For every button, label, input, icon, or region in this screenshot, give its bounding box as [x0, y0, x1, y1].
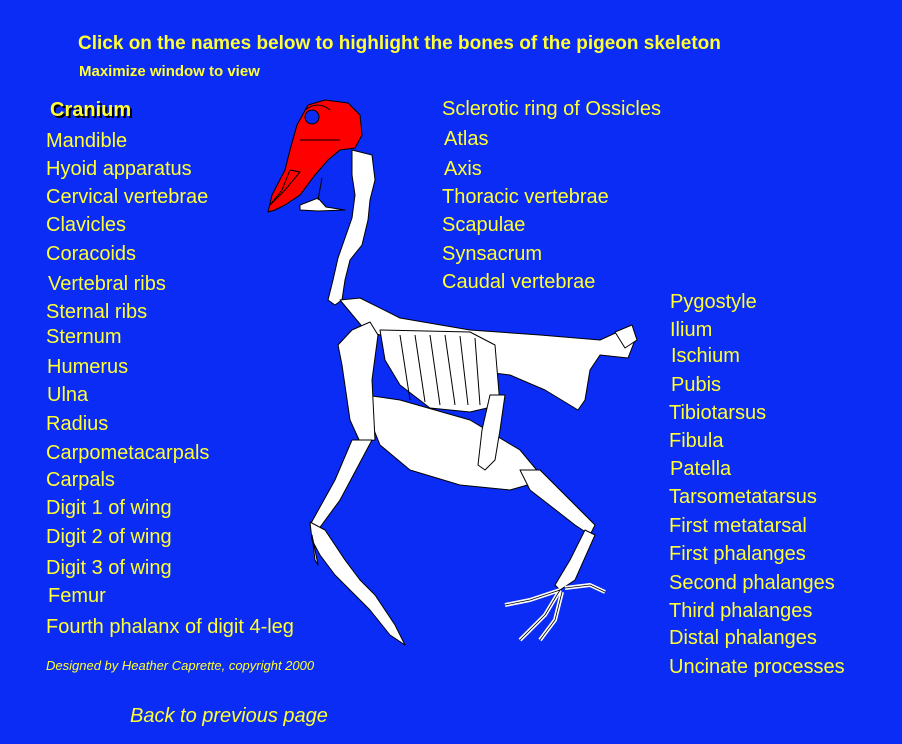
femur: [477, 394, 506, 471]
bone-link-second-phalanges[interactable]: Second phalanges: [669, 572, 835, 594]
ulna-radius: [309, 439, 373, 531]
tibiotarsus: [519, 469, 596, 536]
bone-link-third-phalanges[interactable]: Third phalanges: [669, 600, 813, 622]
bone-link-sternal-ribs[interactable]: Sternal ribs: [46, 301, 148, 323]
bone-link-digit-3-of-wing[interactable]: Digit 3 of wing: [46, 557, 172, 579]
bone-link-coracoids[interactable]: Coracoids: [46, 243, 137, 265]
pygostyle: [614, 324, 638, 349]
bone-link-radius[interactable]: Radius: [46, 413, 109, 435]
bone-link-scapulae[interactable]: Scapulae: [442, 214, 526, 236]
bone-link-thoracic-vertebrae[interactable]: Thoracic vertebrae: [442, 186, 609, 208]
bone-link-first-phalanges[interactable]: First phalanges: [669, 543, 806, 565]
bone-link-caudal-vertebrae[interactable]: Caudal vertebrae: [442, 271, 596, 293]
bone-link-clavicles[interactable]: Clavicles: [46, 214, 127, 236]
bone-link-ulna[interactable]: Ulna: [47, 384, 89, 406]
bone-link-femur[interactable]: Femur: [48, 585, 106, 607]
bone-link-tarsometatarsus[interactable]: Tarsometatarsus: [669, 486, 817, 508]
bone-link-cranium[interactable]: Cranium: [50, 99, 132, 121]
back-to-previous-page-link[interactable]: Back to previous page: [130, 705, 328, 727]
bone-link-uncinate-processes[interactable]: Uncinate processes: [669, 656, 845, 678]
rib-cage: [379, 329, 501, 413]
pigeon-skeleton-illustration: [267, 99, 638, 646]
bone-link-ischium[interactable]: Ischium: [671, 345, 740, 367]
bone-link-ilium[interactable]: Ilium: [670, 319, 713, 341]
bone-link-fourth-phalanx-of-digit-4-leg[interactable]: Fourth phalanx of digit 4-leg: [46, 616, 294, 638]
bone-link-synsacrum[interactable]: Synsacrum: [442, 243, 543, 265]
carpometacarpals: [309, 521, 406, 646]
bone-link-patella[interactable]: Patella: [670, 458, 732, 480]
cranium-highlight: [267, 99, 363, 213]
tarsometatarsus: [554, 529, 596, 591]
bone-link-sternum[interactable]: Sternum: [46, 326, 122, 348]
sternum: [364, 394, 546, 491]
copyright-credit: Designed by Heather Caprette, copyright …: [46, 658, 315, 673]
bone-link-hyoid-apparatus[interactable]: Hyoid apparatus: [46, 158, 192, 180]
humerus: [337, 321, 379, 443]
hyoid-bone: [299, 197, 346, 212]
bone-link-mandible[interactable]: Mandible: [46, 130, 128, 152]
bone-link-humerus[interactable]: Humerus: [47, 356, 129, 378]
bone-link-atlas[interactable]: Atlas: [444, 128, 489, 150]
bone-link-tibiotarsus[interactable]: Tibiotarsus: [669, 402, 767, 424]
bone-link-first-metatarsal[interactable]: First metatarsal: [669, 515, 807, 537]
page-subtitle: Maximize window to view: [79, 63, 260, 80]
page-title: Click on the names below to highlight th…: [78, 33, 721, 54]
bone-link-carpometacarpals[interactable]: Carpometacarpals: [46, 442, 210, 464]
bone-link-carpals[interactable]: Carpals: [46, 469, 115, 491]
bone-link-digit-2-of-wing[interactable]: Digit 2 of wing: [46, 526, 172, 548]
bone-link-distal-phalanges[interactable]: Distal phalanges: [669, 627, 817, 649]
bone-link-pygostyle[interactable]: Pygostyle: [670, 291, 757, 313]
bone-link-axis[interactable]: Axis: [444, 158, 482, 180]
bone-link-fibula[interactable]: Fibula: [669, 430, 724, 452]
bone-link-pubis[interactable]: Pubis: [671, 374, 722, 396]
bone-link-cervical-vertebrae[interactable]: Cervical vertebrae: [46, 186, 209, 208]
bone-link-vertebral-ribs[interactable]: Vertebral ribs: [48, 273, 166, 295]
bone-link-sclerotic-ring-of-ossicles[interactable]: Sclerotic ring of Ossicles: [442, 98, 661, 120]
bone-link-digit-1-of-wing[interactable]: Digit 1 of wing: [46, 497, 172, 519]
cervical-vertebrae: [327, 149, 376, 306]
